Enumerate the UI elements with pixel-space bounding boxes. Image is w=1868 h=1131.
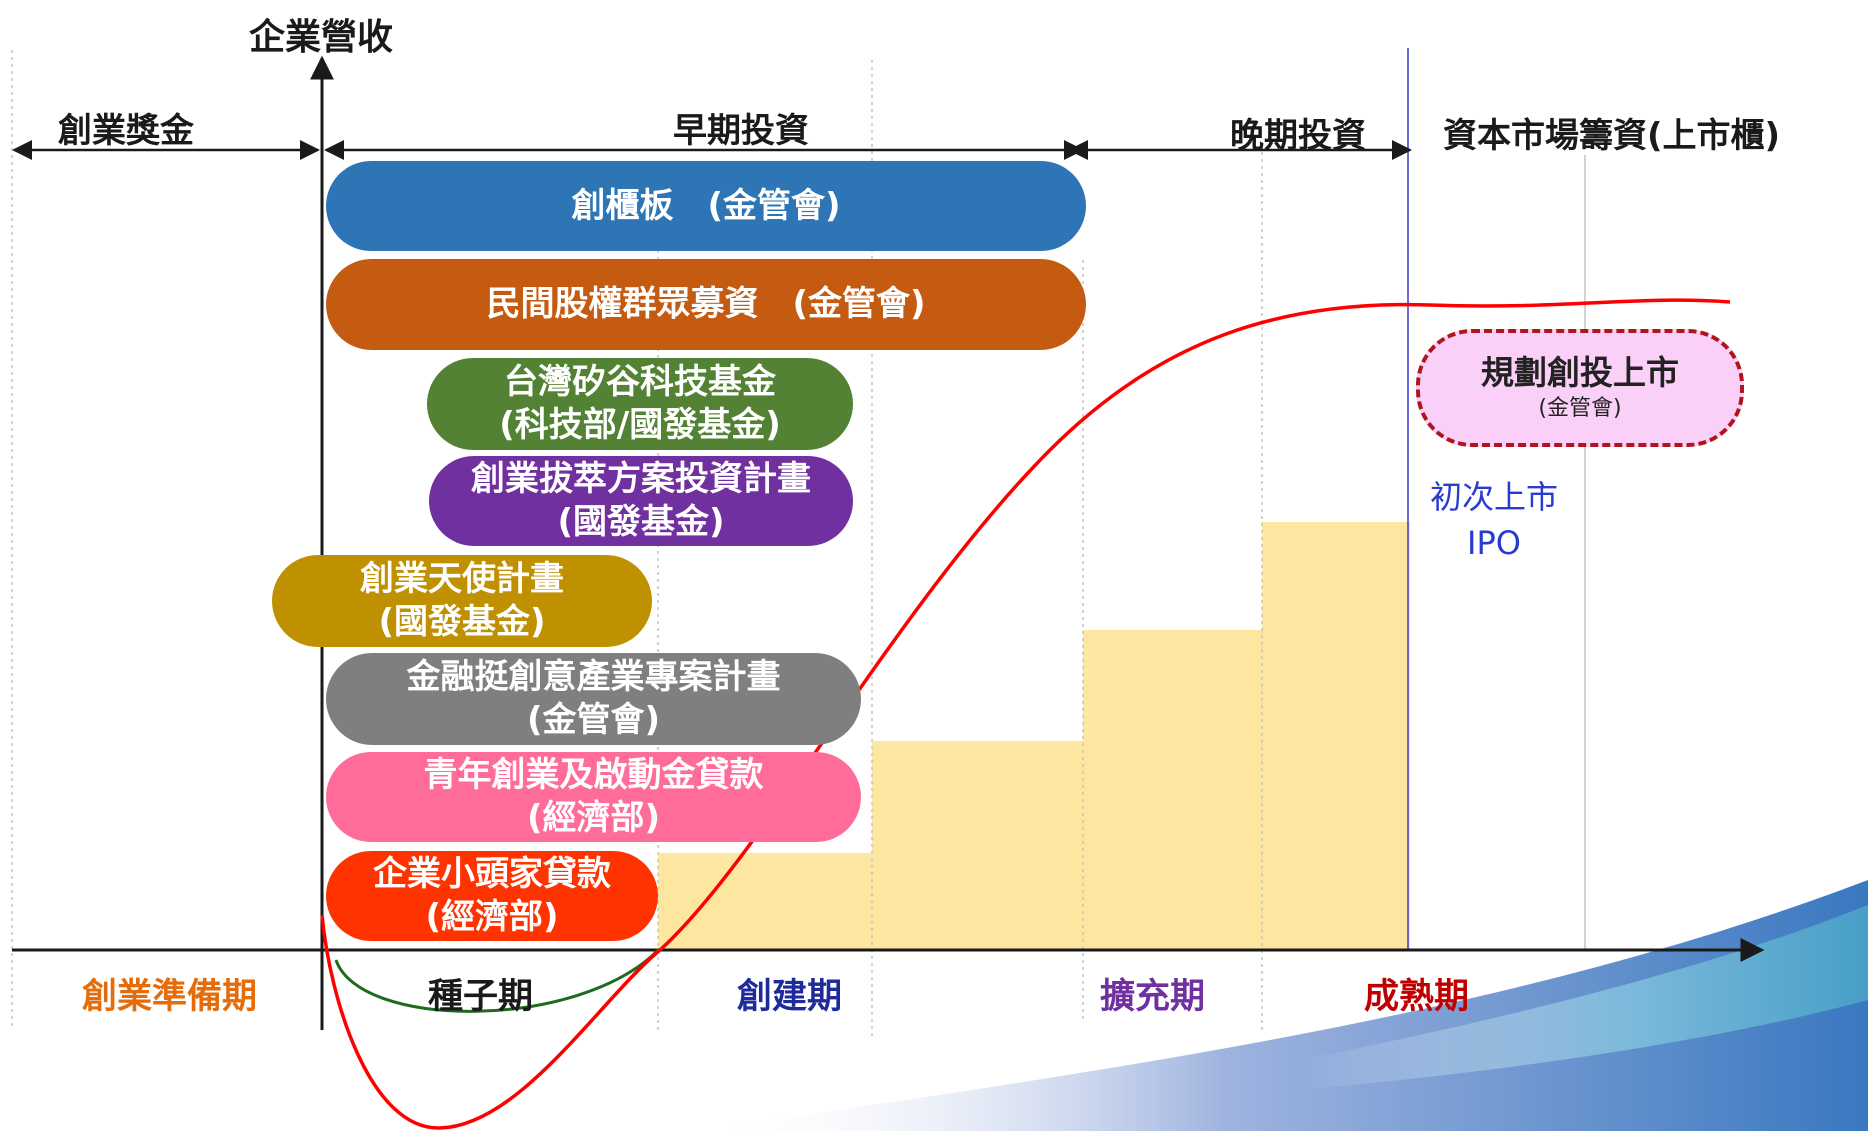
- ipo-label-line1: 初次上市: [1429, 478, 1558, 516]
- program-line: (經濟部): [526, 798, 661, 838]
- ipo-plan-title: 規劃創投上市: [1481, 353, 1679, 392]
- stage-label: 成熟期: [1364, 977, 1470, 1017]
- stage-label: 創建期: [737, 977, 843, 1017]
- program-pill: 民間股權群眾募資 (金管會): [326, 259, 1086, 350]
- program-line: (國發基金): [378, 602, 546, 642]
- program-line: 創業天使計畫: [360, 559, 564, 599]
- program-pill: 青年創業及啟動金貸款 (經濟部): [326, 752, 861, 842]
- phase-early-investment: 早期投資: [673, 111, 809, 151]
- program-pill: 台灣矽谷科技基金 (科技部/國發基金): [427, 358, 853, 450]
- decorative-swoosh-accent: [1300, 905, 1868, 1090]
- program-line: (經濟部): [425, 897, 559, 937]
- program-line: 企業小頭家貸款: [373, 854, 611, 894]
- program-line: 民間股權群眾募資 (金管會): [486, 284, 926, 324]
- program-line: 青年創業及啟動金貸款: [423, 755, 764, 795]
- ipo-label: 初次上市 IPO: [1414, 474, 1574, 566]
- phase-late-investment: 晚期投資: [1230, 116, 1366, 156]
- stage-label: 創業準備期: [82, 977, 258, 1017]
- stage-label: 擴充期: [1100, 977, 1206, 1017]
- program-line: (國發基金): [557, 502, 725, 542]
- program-pill: 創業天使計畫 (國發基金): [272, 555, 652, 647]
- program-line: (科技部/國發基金): [499, 405, 781, 445]
- ipo-plan-box: 規劃創投上市 (金管會): [1416, 329, 1744, 447]
- seed-curve: [334, 948, 660, 1013]
- ipo-label-line2: IPO: [1467, 524, 1521, 562]
- program-line: 金融挺創意產業專案計畫: [406, 657, 781, 697]
- revenue-steps: [658, 522, 1410, 950]
- program-line: 台灣矽谷科技基金: [504, 362, 776, 402]
- program-line: (金管會): [526, 700, 661, 740]
- program-line: 創業拔萃方案投資計畫: [471, 459, 811, 499]
- y-axis-label: 企業營收: [249, 17, 394, 58]
- program-line: 創櫃板 (金管會): [571, 185, 841, 226]
- program-pill: 金融挺創意產業專案計畫 (金管會): [326, 653, 861, 745]
- program-pill: 企業小頭家貸款 (經濟部): [326, 851, 658, 941]
- ipo-plan-subtitle: (金管會): [1538, 396, 1622, 421]
- stage-label: 種子期: [428, 977, 534, 1017]
- program-pill: 創櫃板 (金管會): [326, 161, 1086, 251]
- program-pill: 創業拔萃方案投資計畫 (國發基金): [429, 456, 853, 546]
- phase-capital-market: 資本市場籌資(上市櫃): [1443, 116, 1781, 156]
- decorative-swoosh: [700, 880, 1868, 1131]
- phase-startup-prize: 創業獎金: [58, 111, 194, 151]
